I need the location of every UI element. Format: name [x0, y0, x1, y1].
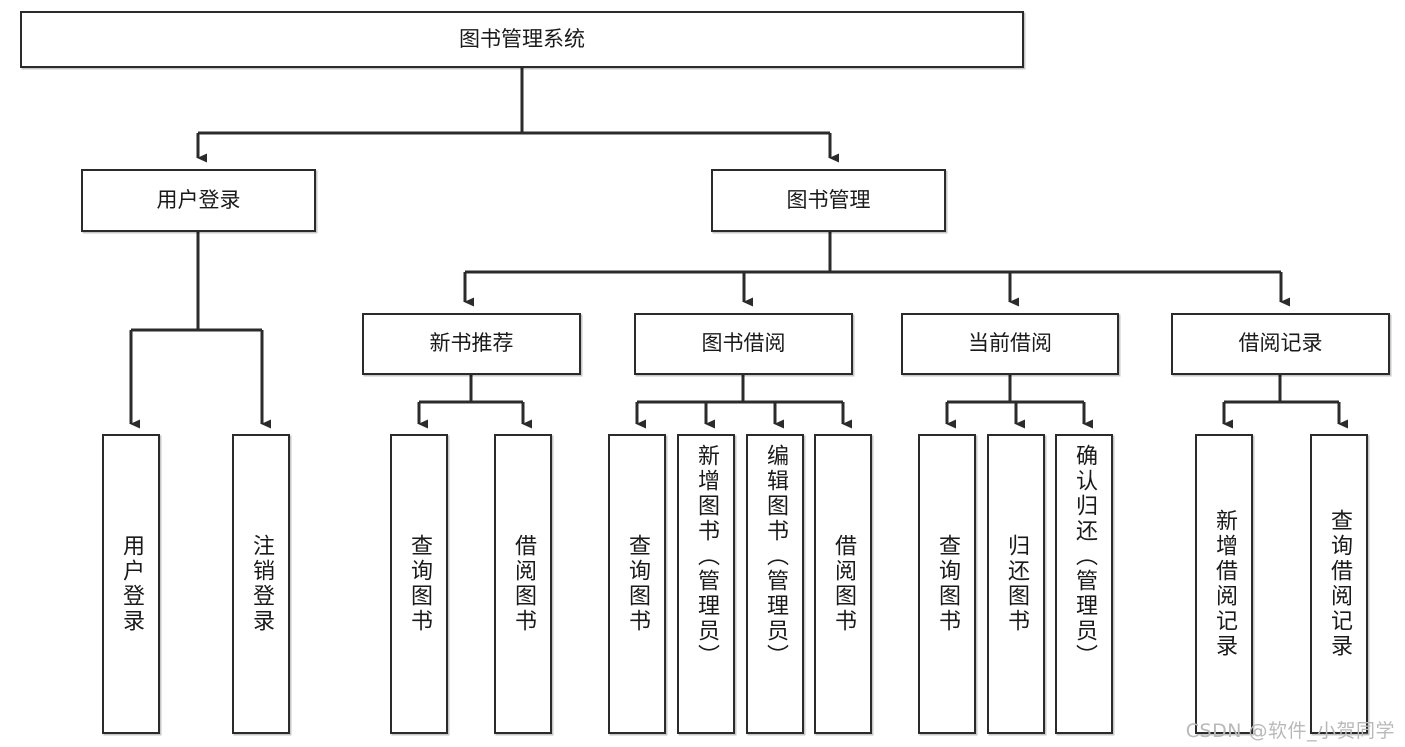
node-book-manage-label: 图书管理 — [786, 187, 871, 212]
leaf-query-record-label: 查询借阅记录 — [1327, 509, 1352, 659]
node-root[interactable]: 图书管理系统 — [20, 11, 1024, 68]
leaf-borrow-book-2[interactable]: 借阅图书 — [814, 434, 872, 734]
leaf-borrow-book-1-label: 借阅图书 — [511, 534, 536, 634]
leaf-query-book-1[interactable]: 查询图书 — [390, 434, 448, 734]
leaf-add-record[interactable]: 新增借阅记录 — [1195, 434, 1253, 734]
node-user-login[interactable]: 用户登录 — [81, 169, 316, 232]
leaf-user-login[interactable]: 用户登录 — [102, 434, 160, 734]
leaf-borrow-book-2-label: 借阅图书 — [831, 534, 856, 634]
leaf-add-record-label: 新增借阅记录 — [1212, 509, 1237, 659]
leaf-query-book-3[interactable]: 查询图书 — [918, 434, 976, 734]
node-borrow-record-label: 借阅记录 — [1238, 331, 1323, 356]
leaf-borrow-book-1[interactable]: 借阅图书 — [494, 434, 552, 734]
leaf-return-book-label: 归还图书 — [1004, 534, 1029, 634]
node-current-borrow[interactable]: 当前借阅 — [901, 313, 1119, 375]
node-user-login-label: 用户登录 — [156, 187, 241, 212]
leaf-user-logout-label: 注销登录 — [249, 534, 274, 634]
leaf-confirm-return[interactable]: 确认归还（管理员） — [1055, 434, 1113, 734]
node-borrow-record[interactable]: 借阅记录 — [1171, 313, 1390, 375]
leaf-return-book[interactable]: 归还图书 — [987, 434, 1045, 734]
leaf-query-book-2[interactable]: 查询图书 — [608, 434, 666, 734]
node-root-label: 图书管理系统 — [459, 26, 585, 51]
node-book-borrow[interactable]: 图书借阅 — [634, 313, 853, 375]
leaf-user-logout[interactable]: 注销登录 — [232, 434, 290, 734]
node-new-book-rec[interactable]: 新书推荐 — [362, 313, 581, 375]
leaf-query-record[interactable]: 查询借阅记录 — [1310, 434, 1368, 734]
leaf-edit-book-label: 编辑图书（管理员） — [763, 444, 788, 669]
watermark: CSDN @软件_小贺同学 — [1185, 720, 1395, 742]
node-new-book-rec-label: 新书推荐 — [429, 331, 514, 356]
node-current-borrow-label: 当前借阅 — [968, 331, 1052, 356]
leaf-add-book[interactable]: 新增图书（管理员） — [677, 434, 735, 734]
leaf-query-book-1-label: 查询图书 — [407, 534, 432, 634]
node-book-manage[interactable]: 图书管理 — [711, 169, 946, 232]
leaf-query-book-2-label: 查询图书 — [625, 534, 650, 634]
leaf-edit-book[interactable]: 编辑图书（管理员） — [746, 434, 804, 734]
node-book-borrow-label: 图书借阅 — [701, 331, 786, 356]
leaf-query-book-3-label: 查询图书 — [935, 534, 960, 634]
leaf-user-login-label: 用户登录 — [119, 534, 144, 634]
leaf-add-book-label: 新增图书（管理员） — [694, 444, 719, 669]
leaf-confirm-return-label: 确认归还（管理员） — [1072, 444, 1097, 669]
